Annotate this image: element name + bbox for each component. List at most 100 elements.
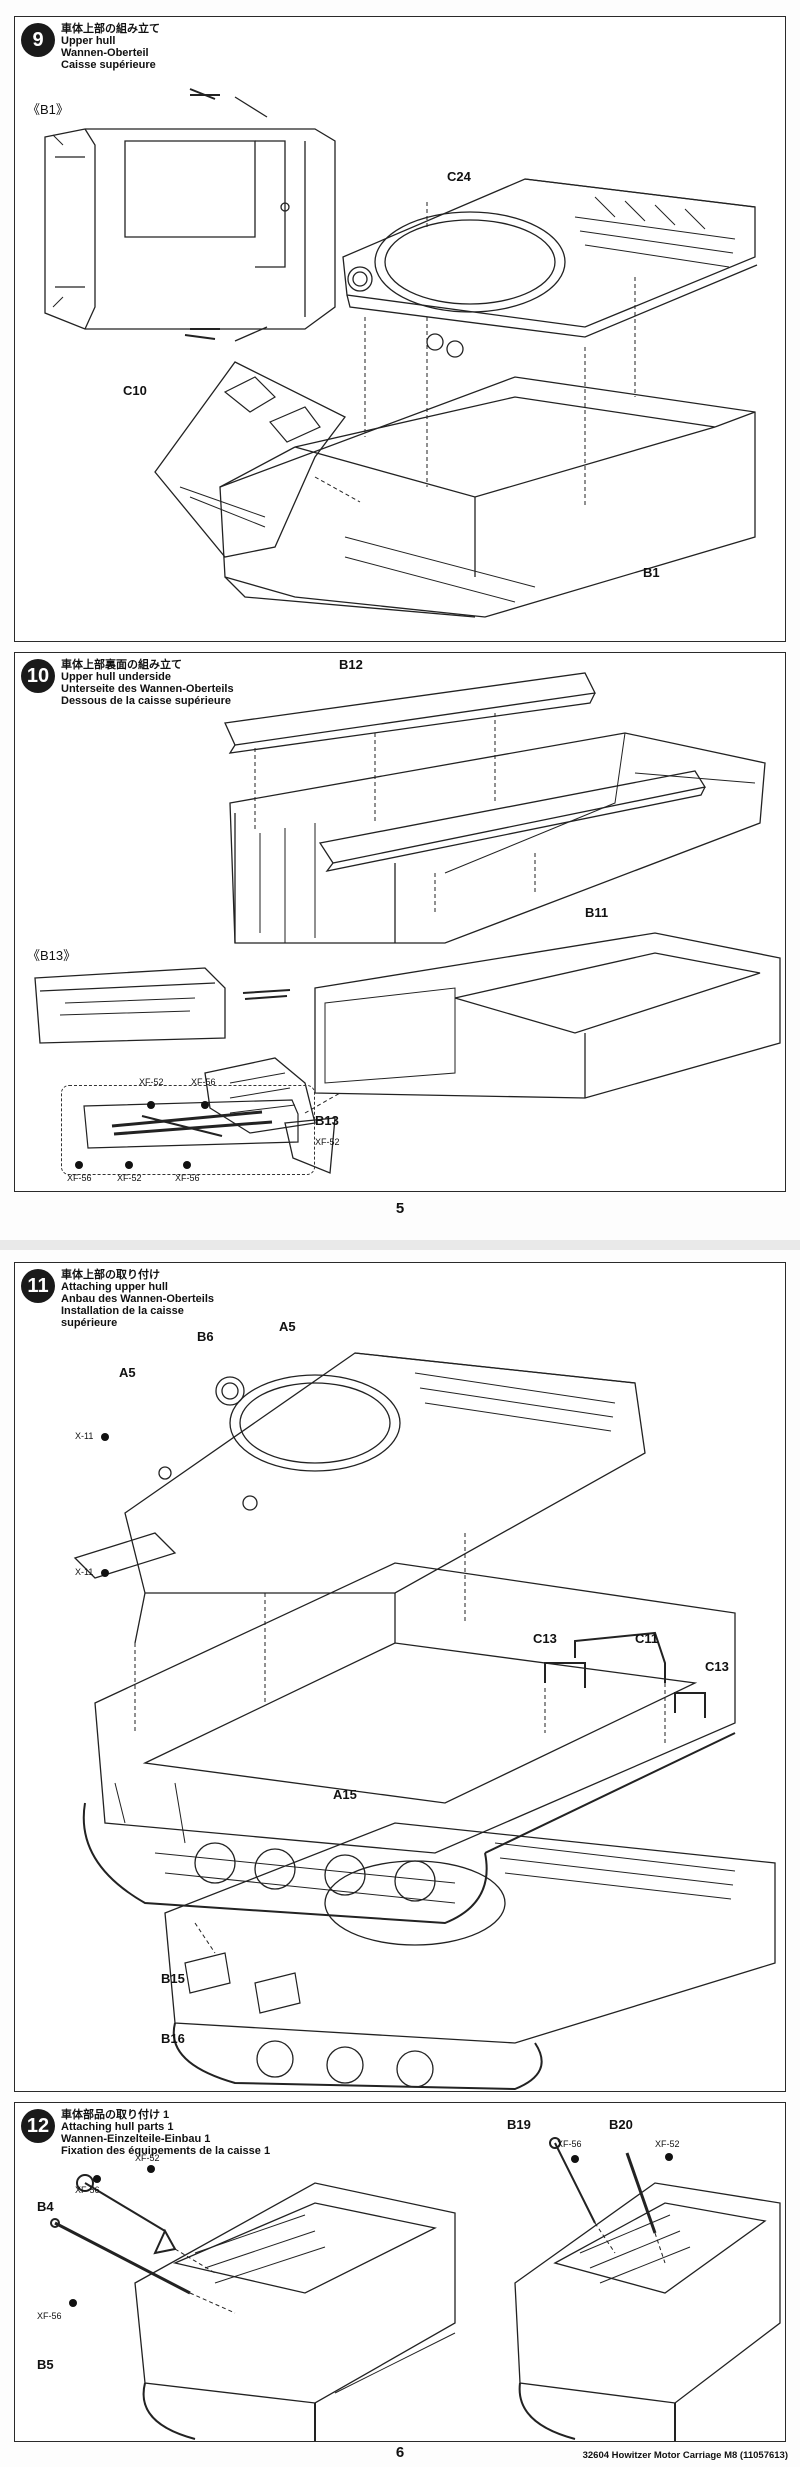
paint-marker xyxy=(93,2175,101,2183)
paint-label: XF-52 xyxy=(315,1137,340,1147)
step-title-ja: 車体上部の取り付け xyxy=(61,1269,160,1281)
paint-label: XF-52 xyxy=(655,2139,680,2149)
paint-marker xyxy=(571,2155,579,2163)
paint-label: XF-52 xyxy=(135,2153,160,2163)
part-label-b1: B1 xyxy=(643,565,660,580)
handrail-parts xyxy=(544,1631,706,1718)
part-label-c13-left: C13 xyxy=(533,1631,557,1646)
step-title-de: Wannen-Oberteil xyxy=(61,47,149,59)
b13-inset xyxy=(34,967,291,1044)
upper-hull-part xyxy=(73,1352,646,1644)
paint-marker xyxy=(101,1569,109,1577)
step-title-en: Upper hull underside xyxy=(61,671,172,683)
part-label-c13-right: C13 xyxy=(705,1659,729,1674)
upper-hull-underside xyxy=(229,732,766,944)
paint-marker xyxy=(147,2165,155,2173)
assembly-arrows xyxy=(254,713,536,1114)
c24-upper-deck xyxy=(342,178,758,358)
part-label-b16: B16 xyxy=(161,2031,185,2046)
paint-marker xyxy=(665,2153,673,2161)
paint-label: X-11 xyxy=(75,1567,94,1577)
step-title-block: 車体上部裏面の組み立て Upper hull underside Unterse… xyxy=(61,659,234,707)
part-reference-label: 《B13》 xyxy=(27,948,77,963)
part-reference-label: 《B1》 xyxy=(27,102,69,117)
step-title-fr: Dessous de la caisse supérieure xyxy=(61,695,231,707)
step-title-en: Attaching hull parts 1 xyxy=(61,2121,174,2133)
step-title-de: Unterseite des Wannen-Oberteils xyxy=(61,683,234,695)
step-title-en: Attaching upper hull xyxy=(61,1281,168,1293)
b1-frame-sprue xyxy=(44,88,336,342)
hull-rear-view-right xyxy=(514,2182,781,2441)
step-title-ja: 車体部品の取り付け 1 xyxy=(61,2109,170,2121)
step-title-de: Wannen-Einzelteile-Einbau 1 xyxy=(61,2133,211,2145)
b12-rail xyxy=(224,672,596,754)
paint-label: XF-52 xyxy=(139,1077,164,1087)
part-label-c11: C11 xyxy=(635,1631,659,1646)
step-12-illustration xyxy=(50,2137,781,2441)
step-title-ja: 車体上部の組み立て xyxy=(61,23,160,35)
step-title-block: 車体部品の取り付け 1 Attaching hull parts 1 Wanne… xyxy=(61,2109,270,2157)
part-label-b5: B5 xyxy=(37,2357,54,2372)
paint-marker xyxy=(125,1161,133,1169)
paint-inset-illustration xyxy=(83,1099,299,1149)
part-label-b4: B4 xyxy=(37,2199,54,2214)
b13-front-plate xyxy=(204,1057,336,1174)
page-gap xyxy=(0,1240,800,1252)
assembly-arrows xyxy=(134,1533,666,1954)
step-number-badge: 10 xyxy=(21,659,55,693)
page-number: 6 xyxy=(395,2444,405,2461)
paint-label: XF-56 xyxy=(75,2185,100,2195)
paint-label: XF-56 xyxy=(191,1077,216,1087)
step-title-block: 車体上部の取り付け Attaching upper hull Anbau des… xyxy=(61,1269,214,1329)
part-label-a5: A5 xyxy=(279,1319,296,1334)
part-label-a5-left: A5 xyxy=(119,1365,136,1380)
assembled-hull-view xyxy=(164,1822,776,2091)
step-title-de: Anbau des Wannen-Oberteils xyxy=(61,1293,215,1305)
paint-label: XF-56 xyxy=(67,1173,92,1183)
b4-b5-parts xyxy=(50,2174,191,2295)
step-number-badge: 9 xyxy=(21,23,55,57)
b19-b20-parts xyxy=(549,2137,657,2234)
paint-marker xyxy=(75,1161,83,1169)
paint-marker xyxy=(101,1433,109,1441)
part-label-b20: B20 xyxy=(609,2117,633,2132)
page-number: 5 xyxy=(395,1200,405,1217)
step-title-fr: Fixation des équipements de la caisse 1 xyxy=(61,2145,271,2157)
part-label-b6: B6 xyxy=(197,1329,214,1344)
part-label-c24: C24 xyxy=(447,169,471,184)
part-label-b11: B11 xyxy=(585,905,609,920)
footer-product-code: 32604 Howitzer Motor Carriage M8 (110576… xyxy=(582,2450,788,2461)
lower-hull-tracks xyxy=(82,1562,736,1925)
step-10-panel: 10 車体上部裏面の組み立て Upper hull underside Unte… xyxy=(14,652,786,1192)
paint-label: XF-56 xyxy=(37,2311,62,2321)
paint-marker xyxy=(147,1101,155,1109)
step-9-panel: 9 車体上部の組み立て Upper hull Wannen-Oberteil C… xyxy=(14,16,786,642)
part-label-b15: B15 xyxy=(161,1971,185,1986)
paint-instruction-inset xyxy=(61,1085,315,1175)
part-label-b19: B19 xyxy=(507,2117,531,2132)
part-label-b12: B12 xyxy=(339,657,363,672)
paint-label: XF-56 xyxy=(557,2139,582,2149)
hull-rear-view-left xyxy=(134,2182,456,2441)
b11-rail xyxy=(318,770,707,872)
step-number-badge: 11 xyxy=(21,1269,55,1303)
step-title-fr: Installation de la caisse xyxy=(61,1305,184,1317)
paint-marker xyxy=(69,2299,77,2307)
step-11-illustration xyxy=(73,1352,776,2091)
b1-hull-body xyxy=(219,376,756,618)
paint-label: X-11 xyxy=(75,1431,94,1441)
assembly-arrows xyxy=(174,2222,666,2314)
paint-marker xyxy=(201,1101,209,1109)
step-9-illustration xyxy=(44,88,758,618)
step-11-panel: 11 車体上部の取り付け Attaching upper hull Anbau … xyxy=(14,1262,786,2092)
step-12-panel: 12 車体部品の取り付け 1 Attaching hull parts 1 Wa… xyxy=(14,2102,786,2442)
step-10-illustration xyxy=(34,672,781,1174)
step-number-badge: 12 xyxy=(21,2109,55,2143)
paint-marker xyxy=(183,1161,191,1169)
step-title-fr-continued: supérieure xyxy=(61,1317,118,1329)
paint-label: XF-52 xyxy=(117,1173,142,1183)
c10-front-plate xyxy=(154,361,346,558)
part-label-c10: C10 xyxy=(123,383,147,398)
lower-hull-assembly xyxy=(314,932,781,1099)
step-title-fr: Caisse supérieure xyxy=(61,59,156,71)
